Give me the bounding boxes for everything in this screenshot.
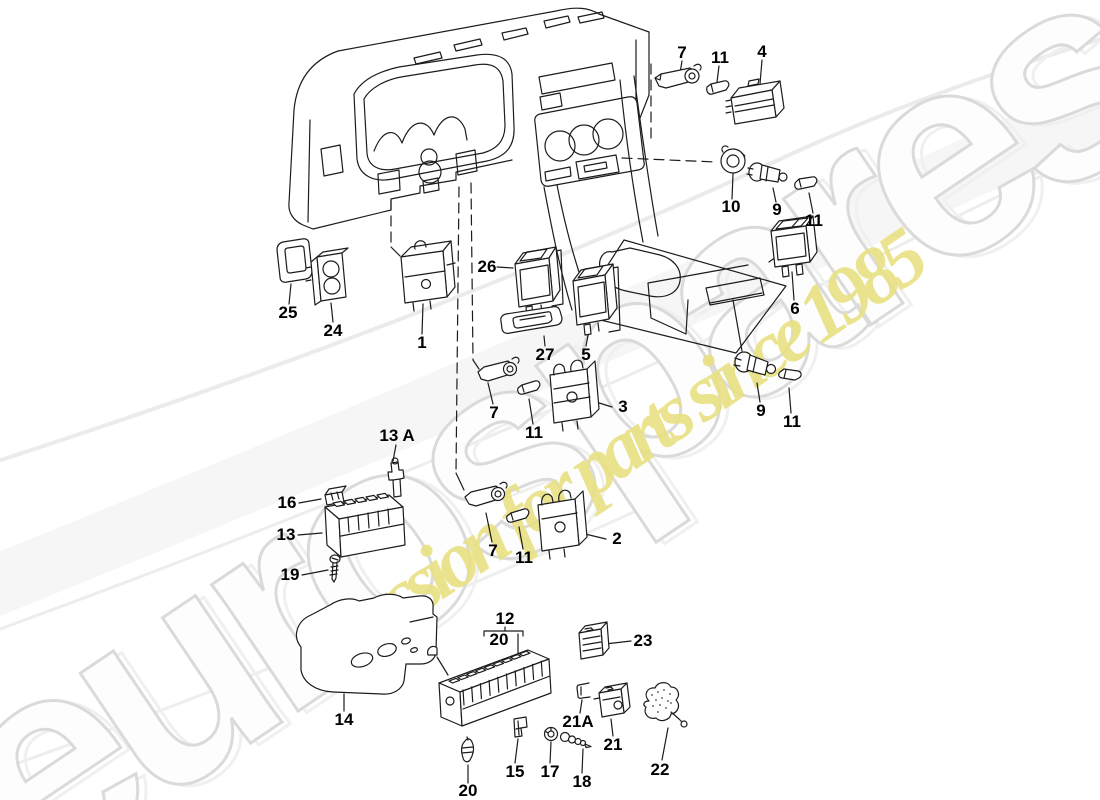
part-14-mounting-bracket (295, 593, 438, 695)
part-9-lamp-socket-upper (746, 162, 788, 183)
part-label-21a: 21A (562, 712, 593, 731)
part-25-gasket-frame (276, 238, 313, 283)
part-label-6: 6 (790, 299, 799, 318)
heater-dial-1 (544, 130, 576, 162)
part-3-switch (549, 359, 600, 432)
part-label-5: 5 (581, 345, 590, 364)
part-11-bulb-mid (517, 380, 541, 395)
heater-dial-3 (592, 118, 624, 150)
part-label-20-group: 20 (490, 630, 509, 649)
part-label-13a: 13 A (379, 426, 414, 445)
part-label-11-upper-right: 11 (805, 211, 823, 230)
part-label-12: 12 (496, 609, 515, 628)
part-2-switch (537, 489, 588, 560)
part-19-screw (329, 554, 341, 583)
part-13-relay-plate (324, 492, 406, 558)
gear-lever-opening (599, 247, 681, 298)
part-4-switch (725, 78, 785, 125)
part-9-lamp-socket-lower (733, 351, 777, 376)
part-11-bulb-bottom (506, 508, 530, 523)
part-11-bulb-top (706, 80, 730, 95)
part-18-screw-washers (559, 731, 592, 749)
part-24-switch-two-buttons (305, 247, 349, 306)
part-5-rocker-switch (572, 263, 618, 336)
part-label-3: 3 (618, 397, 627, 416)
part-label-13: 13 (277, 525, 296, 544)
switch-hole-2 (455, 149, 478, 176)
gauge-outline (373, 116, 468, 152)
parts (276, 63, 818, 763)
part-label-9-upper: 9 (772, 200, 781, 219)
part-label-11-lower-right: 11 (783, 412, 801, 431)
part-label-7-mid: 7 (489, 403, 498, 422)
part-label-4: 4 (757, 42, 767, 61)
part-label-2: 2 (612, 529, 621, 548)
part-11-bulb-upper-right (794, 176, 818, 190)
radio-opening (538, 62, 616, 95)
part-labels: 7 11 4 10 9 11 6 25 24 1 26 27 5 3 7 11 … (277, 42, 823, 800)
part-22-sensor (643, 682, 688, 728)
part-1-switch (400, 240, 456, 312)
part-21a-clip (576, 682, 591, 699)
instrument-cluster-opening (353, 53, 515, 181)
dash-side-opening (320, 144, 344, 177)
part-label-20-fuse: 20 (459, 781, 478, 800)
part-label-1: 1 (417, 333, 426, 352)
heater-dial-2 (568, 124, 600, 156)
part-11-bulb-lower-right (778, 368, 802, 381)
center-console-drawing (534, 96, 787, 354)
part-label-16: 16 (278, 493, 297, 512)
part-27-bezel (500, 306, 563, 334)
part-26-rocker-switch (514, 246, 561, 318)
heater-control-panel (534, 96, 645, 187)
part-label-14: 14 (335, 710, 354, 729)
watermark-swoosh-upper (0, 37, 1100, 463)
switch-hole-1 (377, 169, 401, 195)
part-label-7-top: 7 (677, 43, 686, 62)
part-15-clip (513, 716, 528, 738)
part-6-rocker-switch (770, 215, 818, 278)
sensor-texture (651, 689, 672, 713)
console-recess (705, 277, 765, 306)
part-label-11-mid: 11 (525, 423, 543, 442)
part-label-22: 22 (651, 760, 670, 779)
part-label-26: 26 (478, 257, 497, 276)
part-label-17: 17 (541, 762, 560, 781)
part-label-7-bottom: 7 (488, 541, 497, 560)
part-10-ring-nut (720, 145, 746, 174)
watermark-swoosh-lower (0, 149, 1100, 631)
part-label-9-lower: 9 (756, 401, 765, 420)
part-label-27: 27 (536, 345, 555, 364)
part-label-18: 18 (573, 772, 592, 791)
part-7-lamp-holder-top (654, 63, 702, 89)
part-label-11-top: 11 (711, 48, 729, 67)
part-21-relay (593, 682, 631, 718)
part-label-23: 23 (634, 631, 653, 650)
part-label-10: 10 (722, 197, 741, 216)
part-20-fuse (461, 736, 475, 763)
part-12-fuse-box (438, 649, 552, 727)
part-label-19: 19 (281, 565, 300, 584)
part-label-25: 25 (279, 303, 298, 322)
part-23-relay (578, 621, 610, 660)
part-label-21: 21 (604, 735, 623, 754)
part-7-lamp-holder-mid (477, 356, 520, 382)
part-label-11-bottom: 11 (515, 548, 533, 567)
part-17-grommet (543, 726, 559, 742)
part-label-15: 15 (506, 762, 525, 781)
part-13a-bracket (387, 457, 405, 498)
watermark-band (0, 75, 1100, 617)
part-7-lamp-holder-bottom (464, 481, 508, 507)
part-label-24: 24 (324, 321, 343, 340)
